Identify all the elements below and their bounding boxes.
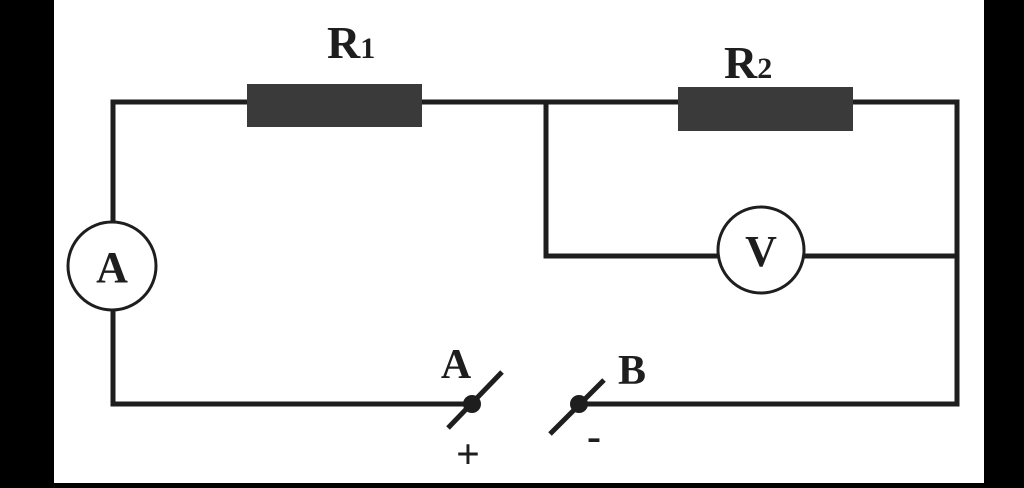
r1-label: R1 bbox=[327, 17, 375, 68]
voltmeter-icon bbox=[716, 205, 806, 295]
left-frame bbox=[0, 0, 54, 483]
terminal-b-sign: - bbox=[587, 414, 601, 460]
terminal-a-sign: + bbox=[456, 432, 480, 478]
terminal-a-stroke bbox=[446, 370, 504, 430]
right-frame bbox=[984, 0, 1024, 483]
canvas-background bbox=[54, 0, 984, 483]
resistor-r1 bbox=[247, 84, 422, 127]
resistor-r2 bbox=[678, 87, 853, 131]
voltmeter-label: V bbox=[745, 227, 777, 276]
ammeter-icon bbox=[66, 220, 158, 312]
terminal-b-label: B bbox=[618, 348, 646, 394]
r2-label: R2 bbox=[724, 37, 772, 88]
terminal-b-stroke bbox=[548, 378, 606, 436]
ammeter-label: A bbox=[96, 243, 128, 292]
terminal-a-label: A bbox=[441, 342, 472, 388]
